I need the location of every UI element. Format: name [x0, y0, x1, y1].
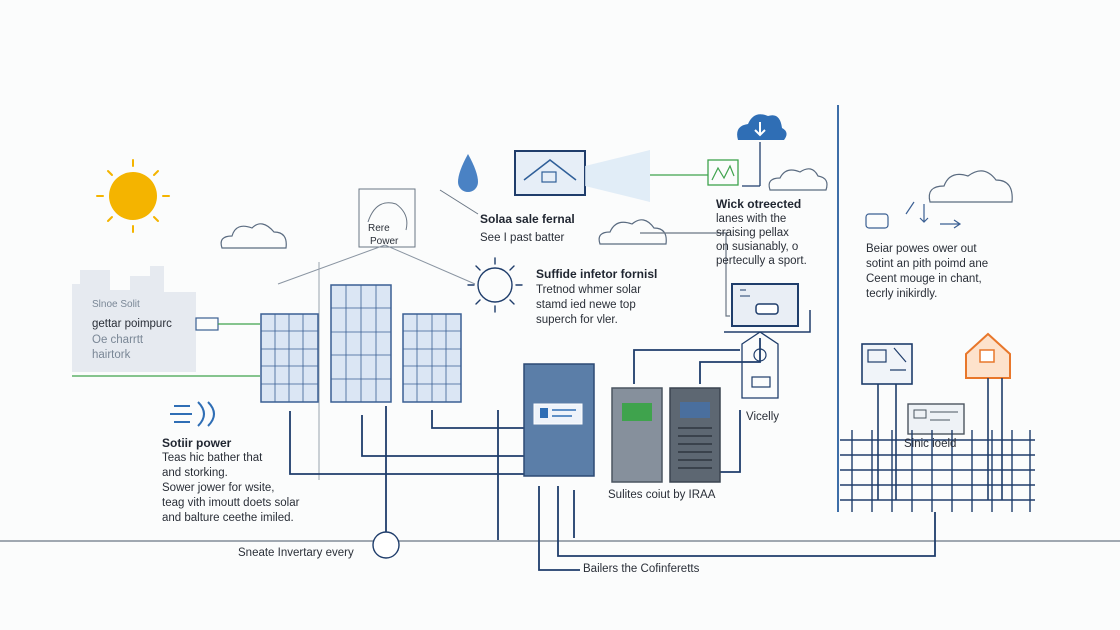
solar-power-line-2: and storking. [162, 467, 228, 479]
bottom-left-label: Sneate Invertary every [238, 547, 354, 559]
house-icon [965, 332, 1011, 500]
cloud-icon [768, 168, 828, 191]
vicelly-label: Vicelly [746, 411, 780, 423]
connector-icon [72, 317, 260, 377]
junction-node [372, 531, 400, 559]
fence-grid-icon [840, 430, 1035, 512]
wick-line-4: pertecully a sport. [716, 255, 807, 267]
meter-box-icon [861, 343, 913, 500]
solar-panel-icon [402, 313, 462, 403]
rere-power-box [358, 188, 416, 248]
suffide-title: Suffide infetor fornisl [536, 267, 658, 281]
solar-power-line-5: and balture ceethe imiled. [162, 512, 294, 524]
solar-power-line-4: teag vith imoutt doets solar [162, 497, 300, 509]
water-drop-icon [458, 154, 478, 192]
solar-panel-icon [330, 284, 392, 403]
solar-panel-text: See I past batter [480, 232, 565, 244]
solar-power-title: Sotiir power [162, 436, 232, 450]
city-label-4: hairtork [92, 349, 131, 361]
wick-line-3: on susianably, o [716, 241, 799, 253]
sunburst-icon [467, 257, 523, 313]
flow-lines [289, 338, 936, 571]
right-note-2: sotint an pith poimd ane [866, 258, 989, 270]
power-label: Power [370, 236, 399, 247]
suffide-line-2: stamd ied newe top [536, 299, 636, 311]
solar-power-line-1: Teas hic bather that [162, 452, 263, 464]
rere-label: Rere [368, 223, 390, 234]
solar-panel-icon [260, 313, 319, 403]
bottom-mid-label: Bailers the Cofinferetts [583, 563, 700, 575]
right-note-1: Beiar powes ower out [866, 243, 977, 255]
battery-icon [669, 387, 721, 483]
right-note-4: tecrly inikirdly. [866, 288, 938, 300]
cloud-icon [220, 223, 287, 249]
meter-icon [707, 159, 739, 186]
light-beam [585, 150, 650, 202]
cloud-icon [928, 170, 1013, 203]
sulites-label: Sulites coiut by IRAA [608, 489, 716, 501]
wind-icon [170, 401, 215, 427]
cloud-download-icon [737, 114, 787, 187]
house-frame-icon [514, 150, 586, 196]
city-label-3: Oe charrtt [92, 334, 144, 346]
suffide-line-3: superch for vler. [536, 314, 618, 326]
solar-panel-title: Solaa sale fernal [480, 212, 575, 226]
sinic-box-icon [907, 403, 965, 435]
city-label-1: Slnoe Solit [92, 299, 140, 310]
wick-line-1: lanes with the [716, 213, 787, 225]
monitor-icon [724, 283, 811, 399]
sockets-icon [865, 201, 962, 229]
city-label-2: gettar poimpurc [92, 318, 172, 330]
right-note-3: Ceent mouge in chant, [866, 273, 982, 285]
battery-icon [611, 387, 663, 483]
inverter-icon [523, 363, 595, 477]
cloud-icon [598, 219, 667, 245]
suffide-line-1: Tretnod whmer solar [536, 284, 642, 296]
wick-title: Wick otreected [716, 197, 802, 211]
city-silhouette [72, 266, 196, 372]
solar-power-line-3: Sower jower for wsite, [162, 482, 275, 494]
sinic-label: Sinic ioeld [904, 438, 957, 450]
sun-icon [96, 159, 170, 233]
wick-line-2: sraising pellax [716, 227, 789, 239]
